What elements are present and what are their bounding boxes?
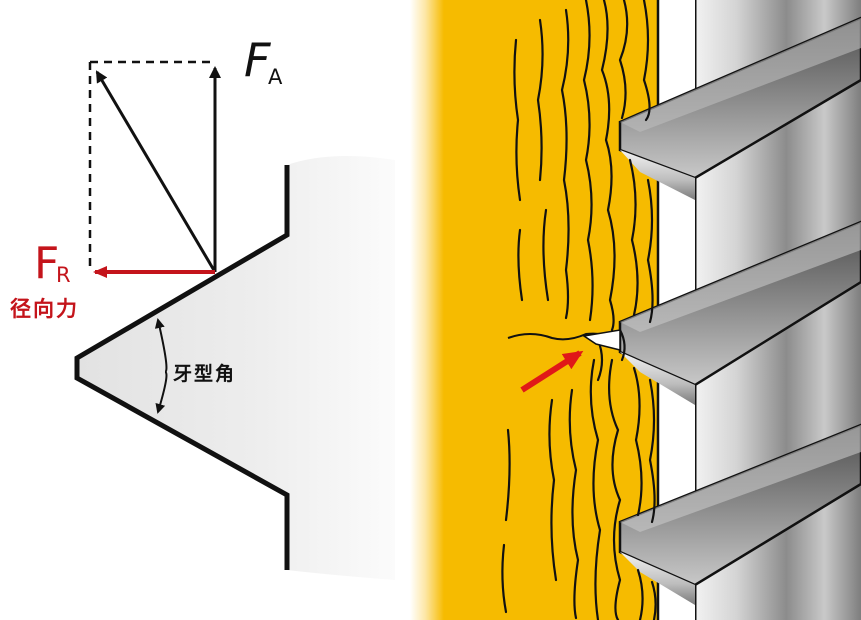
screw-thread-3: [618, 423, 861, 587]
thread-flank-1: [620, 150, 695, 200]
radial-force-label: F: [34, 238, 59, 289]
crack-gap: [582, 329, 621, 351]
thread-flank-3: [620, 552, 695, 605]
screw-thread-1: [618, 16, 861, 180]
wood-grain: [501, 0, 657, 620]
right-panel: [410, 0, 861, 620]
wood-edge-fade: [410, 0, 444, 620]
thread-angle-label: 牙型角: [173, 362, 236, 385]
left-panel: F A F R 径向力 牙型角: [10, 33, 395, 580]
thread-flank-2: [620, 352, 695, 405]
thread-tooth-outline: [74, 165, 290, 570]
axial-force-subscript: A: [268, 65, 283, 89]
thread-tooth-body: [77, 156, 395, 580]
thread-angle-arc-upper: [154, 318, 168, 373]
crack-indicator-arrow: [520, 350, 584, 393]
radial-force-caption: 径向力: [10, 296, 79, 321]
resultant-force-arrow: [95, 70, 217, 273]
axial-force-label: F: [244, 33, 271, 87]
radial-force-subscript: R: [56, 263, 71, 287]
wood-block: [410, 0, 670, 620]
